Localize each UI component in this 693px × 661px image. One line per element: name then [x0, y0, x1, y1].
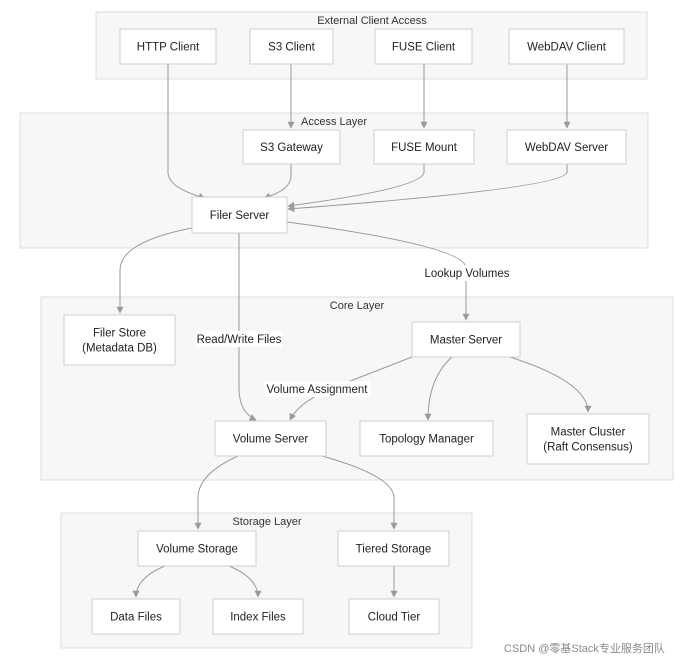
node-fuse-mount[interactable]: FUSE Mount — [373, 129, 475, 165]
node-master-server[interactable]: Master Server — [411, 321, 521, 358]
node-fuse-mount-label: FUSE Mount — [391, 142, 458, 154]
edge-label-read-write-files: Read/Write Files — [196, 331, 282, 347]
group-title-access: Access Layer — [301, 116, 367, 128]
node-volume-server-label: Volume Server — [233, 434, 309, 446]
node-s3-client[interactable]: S3 Client — [249, 28, 334, 65]
node-volume-storage[interactable]: Volume Storage — [137, 530, 257, 567]
node-topology-manager[interactable]: Topology Manager — [359, 420, 494, 457]
edge-volume-storage-to-index-files — [228, 565, 262, 598]
node-filer-server[interactable]: Filer Server — [191, 196, 288, 234]
node-volume-server[interactable]: Volume Server — [214, 420, 327, 457]
node-filer-store[interactable]: Filer Store (Metadata DB) — [63, 314, 176, 366]
group-title-external: External Client Access — [317, 15, 427, 27]
edge-label-read-write-files-text: Read/Write Files — [197, 334, 282, 346]
node-cloud-tier-label: Cloud Tier — [368, 612, 421, 624]
node-http-client[interactable]: HTTP Client — [119, 28, 217, 65]
edge-label-volume-assignment: Volume Assignment — [264, 381, 370, 397]
node-master-cluster[interactable]: Master Cluster (Raft Consensus) — [526, 413, 650, 465]
node-fuse-client-label: FUSE Client — [392, 42, 456, 54]
edge-volume-server-to-volume-storage — [194, 455, 239, 530]
edge-volume-storage-to-data-files — [132, 565, 166, 598]
edge-http-client-to-filer-server — [167, 64, 206, 200]
node-webdav-server[interactable]: WebDAV Server — [506, 129, 627, 165]
node-tiered-storage-label: Tiered Storage — [356, 544, 432, 556]
node-data-files-label: Data Files — [110, 612, 162, 624]
node-data-files[interactable]: Data Files — [91, 598, 181, 635]
node-master-server-label: Master Server — [430, 335, 502, 347]
node-master-cluster-label-1: Master Cluster — [551, 427, 626, 439]
node-cloud-tier[interactable]: Cloud Tier — [348, 598, 440, 635]
edge-webdav-server-to-filer-server — [287, 164, 568, 213]
edge-fuse-mount-to-filer-server — [287, 164, 425, 209]
node-index-files[interactable]: Index Files — [212, 598, 304, 635]
node-http-client-label: HTTP Client — [137, 42, 200, 54]
group-title-storage: Storage Layer — [232, 516, 301, 528]
group-title-core: Core Layer — [330, 300, 385, 312]
node-filer-store-label-1: Filer Store — [93, 328, 146, 340]
node-webdav-server-label: WebDAV Server — [525, 142, 608, 154]
edge-label-lookup-volumes-text: Lookup Volumes — [424, 268, 509, 280]
node-topology-manager-label: Topology Manager — [379, 434, 474, 446]
node-filer-store-label-2: (Metadata DB) — [82, 343, 157, 355]
node-s3-gateway-label: S3 Gateway — [260, 142, 323, 154]
edge-label-lookup-volumes: Lookup Volumes — [423, 265, 511, 281]
watermark-text: CSDN @零基Stack专业服务团队 — [504, 641, 665, 655]
node-volume-storage-label: Volume Storage — [156, 544, 238, 556]
edge-s3-gateway-to-filer-server — [263, 164, 292, 200]
node-webdav-client[interactable]: WebDAV Client — [508, 28, 625, 65]
edges — [116, 64, 592, 598]
edge-label-volume-assignment-text: Volume Assignment — [266, 384, 368, 396]
node-tiered-storage[interactable]: Tiered Storage — [337, 530, 450, 567]
node-webdav-client-label: WebDAV Client — [527, 42, 607, 54]
node-master-cluster-label-2: (Raft Consensus) — [543, 442, 633, 454]
node-fuse-client[interactable]: FUSE Client — [374, 28, 473, 65]
edge-filer-server-to-volume-server — [238, 233, 257, 421]
node-s3-client-label: S3 Client — [268, 42, 315, 54]
edge-master-server-to-topology-manager — [424, 356, 453, 421]
edge-filer-server-to-filer-store — [116, 227, 193, 314]
node-s3-gateway[interactable]: S3 Gateway — [242, 129, 341, 165]
edge-master-server-to-master-cluster — [509, 356, 592, 413]
edge-volume-server-to-tiered-storage — [321, 455, 398, 530]
node-filer-server-label: Filer Server — [210, 210, 270, 222]
node-index-files-label: Index Files — [230, 612, 286, 624]
